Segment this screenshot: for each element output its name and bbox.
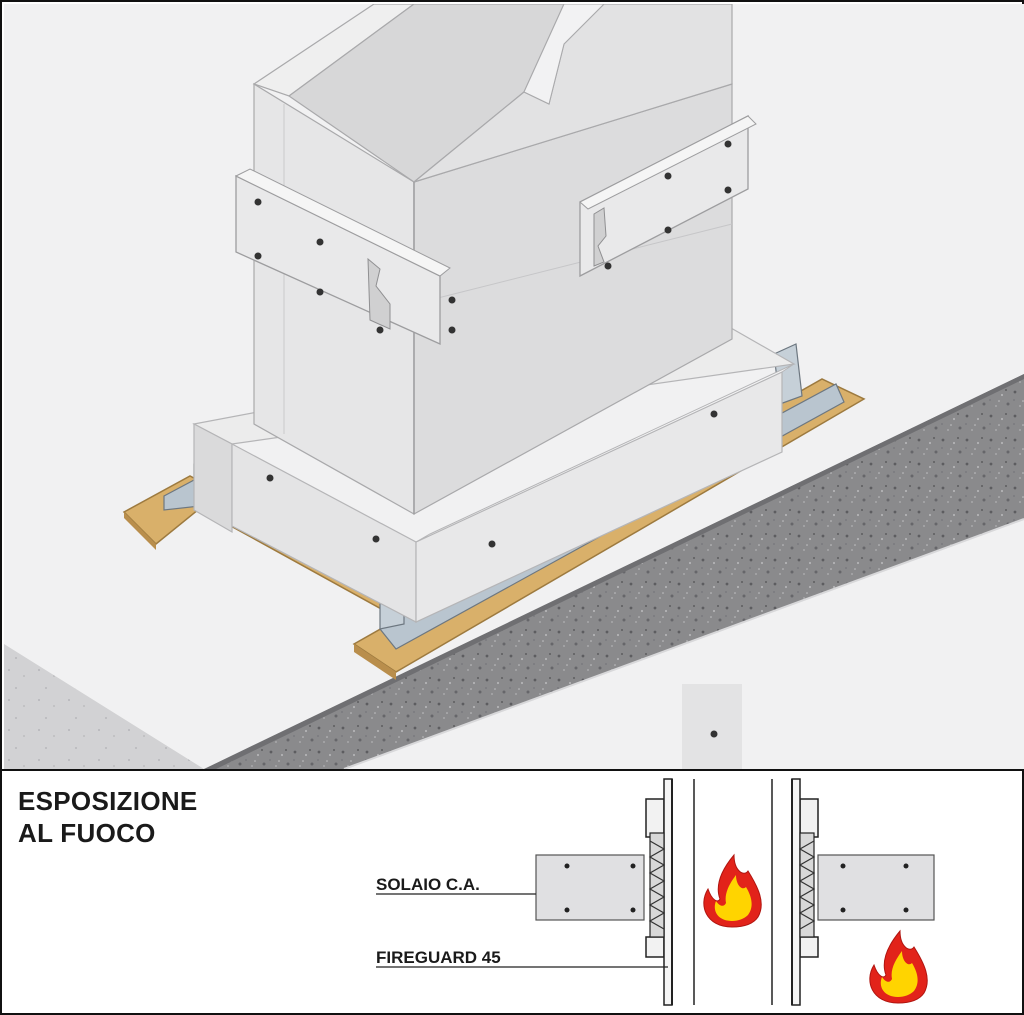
slab-left	[535, 854, 645, 921]
slab-edge-lower-left	[4, 644, 204, 769]
slab-right	[817, 854, 935, 921]
heading-line-2: AL FUOCO	[18, 818, 156, 848]
heading-line-1: ESPOSIZIONE	[18, 786, 198, 816]
flame-icon	[869, 929, 928, 1004]
section-divider	[2, 769, 1024, 771]
label-fireguard: FIREGUARD 45	[376, 948, 501, 967]
fire-protection-illustration	[4, 4, 1024, 769]
collar-board-left	[193, 423, 233, 534]
duct-below-slab	[682, 684, 742, 769]
duct-top-board-left	[252, 4, 416, 97]
flame-icon	[703, 853, 762, 928]
section-detail-diagram	[376, 778, 935, 1006]
slab-edge-concrete	[204, 374, 1024, 769]
label-solaio: SOLAIO C.A.	[376, 875, 480, 894]
